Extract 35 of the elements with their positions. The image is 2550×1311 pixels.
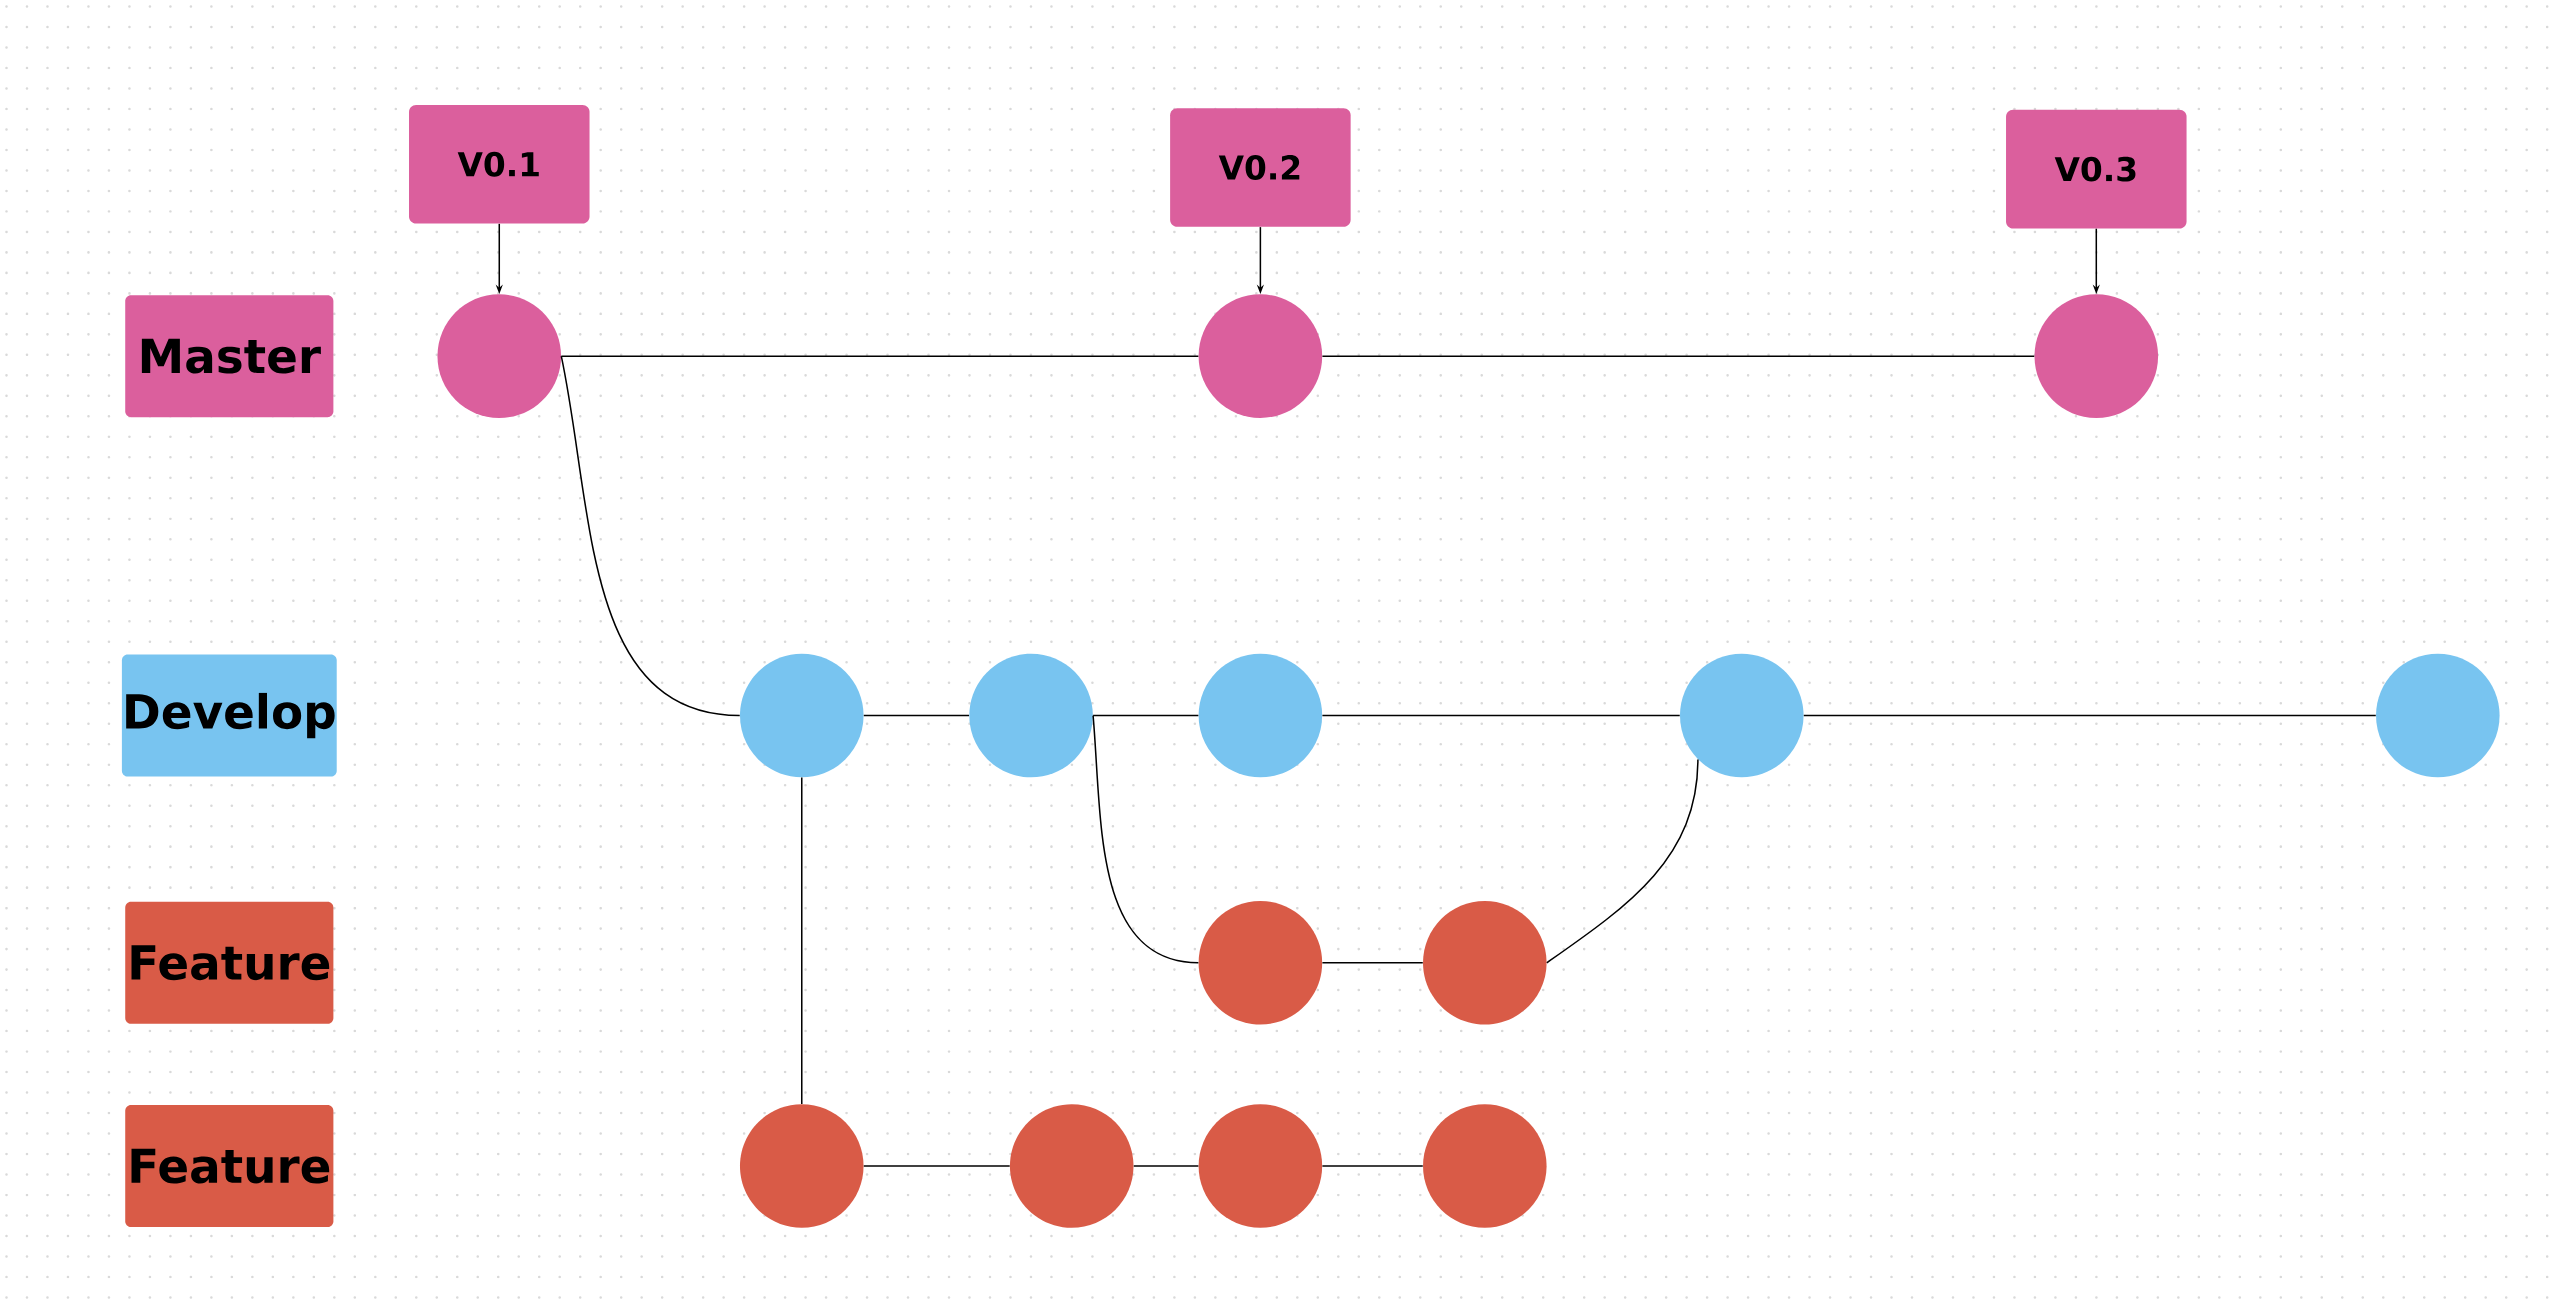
branch-label: Feature bbox=[125, 1105, 334, 1228]
commit-circle bbox=[1198, 653, 1323, 778]
commit-circle bbox=[2376, 653, 2500, 778]
commit-circle bbox=[739, 653, 864, 778]
commit-circle bbox=[1423, 901, 1547, 1025]
connector-line bbox=[560, 355, 1200, 358]
connector-line bbox=[863, 1165, 1011, 1167]
commit-circle bbox=[1679, 653, 1804, 778]
commit-circle bbox=[1198, 294, 1323, 419]
connector-line bbox=[863, 714, 970, 717]
commit-circle bbox=[1423, 1104, 1547, 1228]
connector-line bbox=[1546, 758, 1699, 964]
commit-circle bbox=[1009, 1104, 1134, 1228]
commit-circle bbox=[969, 653, 1093, 778]
branch-label: Feature bbox=[125, 901, 334, 1024]
commit-circle bbox=[437, 294, 562, 419]
connector-line bbox=[1321, 714, 1681, 717]
commit-circle bbox=[2034, 294, 2159, 419]
commit-circle bbox=[1198, 901, 1323, 1025]
connector-line bbox=[1321, 962, 1424, 964]
connector-line bbox=[1321, 1165, 1424, 1167]
branch-label: Develop bbox=[121, 654, 337, 777]
connector-line bbox=[1803, 714, 2377, 717]
connector-line bbox=[801, 776, 803, 1105]
tag-box: V0.2 bbox=[1170, 108, 1351, 227]
commit-circle bbox=[1198, 1104, 1323, 1228]
connector-line bbox=[1133, 1165, 1200, 1167]
tag-box: V0.3 bbox=[2006, 109, 2187, 229]
tag-box: V0.1 bbox=[409, 105, 590, 224]
connector-line bbox=[1092, 714, 1200, 717]
branch-label: Master bbox=[125, 295, 334, 418]
commit-circle bbox=[739, 1104, 864, 1228]
connector-line bbox=[1321, 355, 2036, 358]
connector-line bbox=[1092, 714, 1200, 964]
connector-line bbox=[560, 355, 741, 717]
